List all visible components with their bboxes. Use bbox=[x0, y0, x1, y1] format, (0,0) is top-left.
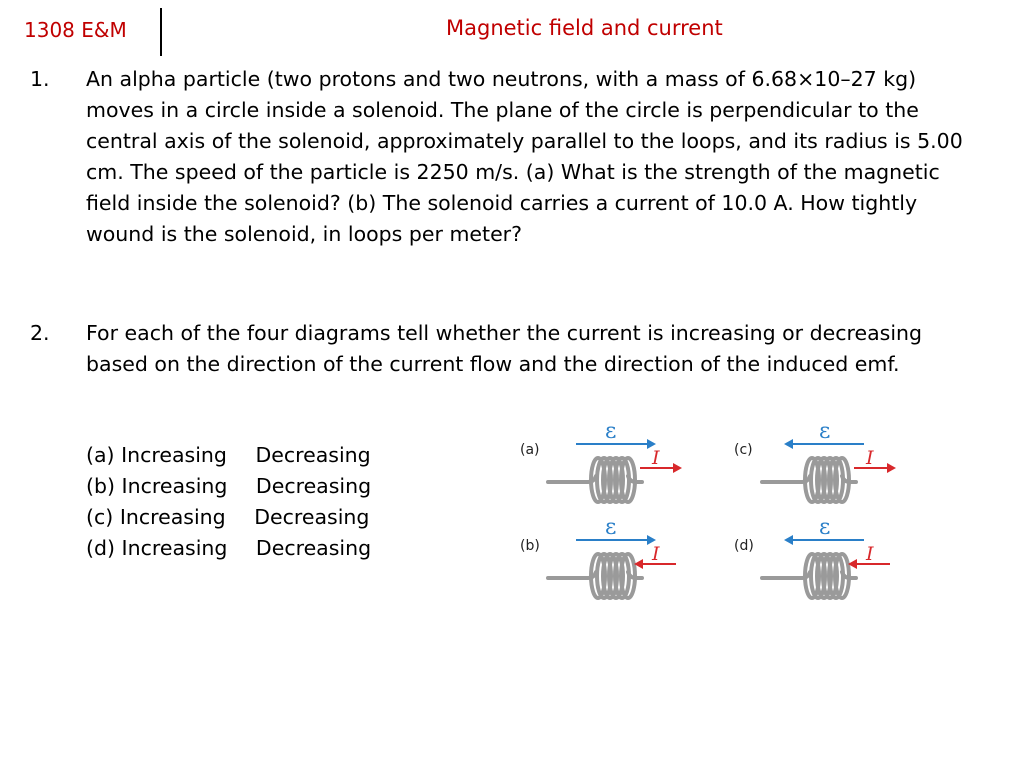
panel-label: (a) bbox=[520, 442, 540, 458]
panel-label: (c) bbox=[734, 442, 753, 458]
current-arrow-head bbox=[887, 463, 896, 473]
current-symbol: I bbox=[651, 447, 660, 469]
coil-loop bbox=[827, 456, 845, 504]
emf-arrow-head bbox=[784, 439, 793, 449]
coil-loop bbox=[619, 552, 637, 600]
panel-label: (b) bbox=[520, 538, 540, 554]
coil-loop bbox=[827, 552, 845, 600]
coil-loop bbox=[613, 552, 631, 600]
choice-row-b: (b) Increasing Decreasing bbox=[86, 471, 371, 502]
coil-lead-left bbox=[760, 570, 812, 580]
emf-arrow-head bbox=[647, 535, 656, 545]
current-arrow-head bbox=[848, 559, 857, 569]
course-code: 1308 E&M bbox=[24, 18, 127, 42]
solenoid-panel: (a) εI bbox=[520, 424, 682, 504]
choice-label: (a) bbox=[86, 443, 115, 467]
choice-increasing[interactable]: Increasing bbox=[121, 536, 228, 560]
problem-2: 2. For each of the four diagrams tell wh… bbox=[30, 318, 990, 380]
current-arrow-head bbox=[634, 559, 643, 569]
coil-loop bbox=[833, 552, 851, 600]
choice-label: (d) bbox=[86, 536, 116, 560]
choice-row-a: (a) Increasing Decreasing bbox=[86, 440, 371, 471]
problem-text: For each of the four diagrams tell wheth… bbox=[86, 321, 923, 376]
coil-loop bbox=[833, 456, 851, 504]
header-divider bbox=[160, 8, 162, 56]
solenoid-panel: (d) εI bbox=[734, 515, 890, 600]
choice-label: (b) bbox=[86, 474, 116, 498]
coil-lead-left bbox=[760, 474, 812, 484]
choice-row-d: (d) Increasing Decreasing bbox=[86, 533, 371, 564]
current-symbol: I bbox=[865, 543, 874, 565]
coil-lead-left bbox=[546, 570, 598, 580]
current-arrow-head bbox=[673, 463, 682, 473]
choice-increasing[interactable]: Increasing bbox=[121, 474, 228, 498]
panel-label: (d) bbox=[734, 538, 754, 554]
emf-symbol: ε bbox=[819, 424, 830, 444]
emf-arrow-head bbox=[784, 535, 793, 545]
current-symbol: I bbox=[651, 543, 660, 565]
emf-symbol: ε bbox=[605, 424, 616, 444]
choice-increasing[interactable]: Increasing bbox=[119, 505, 226, 529]
choice-increasing[interactable]: Increasing bbox=[121, 443, 227, 467]
coil-loop bbox=[613, 456, 631, 504]
problem-text: An alpha particle (two protons and two n… bbox=[86, 67, 963, 246]
solenoid-diagrams-svg: (a)εI(b)εI(c)εI(d)εI bbox=[520, 424, 896, 600]
problem-1: 1. An alpha particle (two protons and tw… bbox=[30, 64, 990, 250]
coil-loop bbox=[619, 456, 637, 504]
choice-decreasing[interactable]: Decreasing bbox=[254, 505, 370, 529]
emf-arrow-head bbox=[647, 439, 656, 449]
coil-lead-left bbox=[546, 474, 598, 484]
choice-row-c: (c) Increasing Decreasing bbox=[86, 502, 371, 533]
answer-choices: (a) Increasing Decreasing (b) Increasing… bbox=[86, 440, 371, 564]
emf-symbol: ε bbox=[605, 515, 616, 540]
current-symbol: I bbox=[865, 447, 874, 469]
choice-label: (c) bbox=[86, 505, 114, 529]
solenoid-panel: (b) εI bbox=[520, 515, 676, 600]
choice-decreasing[interactable]: Decreasing bbox=[255, 443, 371, 467]
solenoid-panel: (c) εI bbox=[734, 424, 896, 504]
choice-decreasing[interactable]: Decreasing bbox=[255, 474, 372, 498]
choice-decreasing[interactable]: Decreasing bbox=[255, 536, 372, 560]
problem-number: 2. bbox=[30, 321, 50, 345]
problem-number: 1. bbox=[30, 67, 50, 91]
page-title: Magnetic field and current bbox=[446, 16, 723, 40]
emf-symbol: ε bbox=[819, 515, 830, 540]
